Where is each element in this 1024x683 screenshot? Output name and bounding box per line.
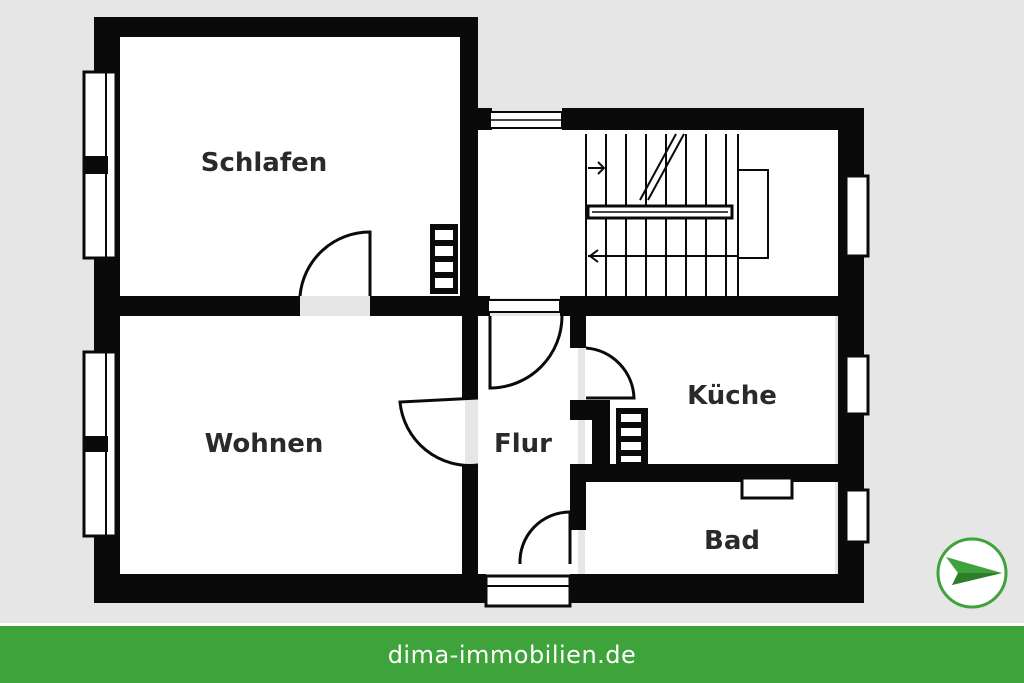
room-label-kueche: Küche xyxy=(687,381,777,411)
chimneys xyxy=(430,224,648,468)
footer-divider xyxy=(0,623,1024,626)
windows xyxy=(82,70,870,608)
footer-bar: dima-immobilien.de xyxy=(0,623,1024,683)
room-label-flur: Flur xyxy=(494,429,552,459)
room-label-schlafen: Schlafen xyxy=(201,148,328,178)
floor-plan: Schlafen Wohnen Flur Küche Bad xyxy=(82,17,870,608)
staircase xyxy=(585,133,769,296)
north-arrow-icon xyxy=(936,537,1008,609)
room-label-bad: Bad xyxy=(704,526,760,556)
doors xyxy=(298,230,636,565)
room-label-wohnen: Wohnen xyxy=(205,429,324,459)
floor-areas xyxy=(120,36,838,578)
footer-website-link[interactable]: dima-immobilien.de xyxy=(387,640,637,669)
